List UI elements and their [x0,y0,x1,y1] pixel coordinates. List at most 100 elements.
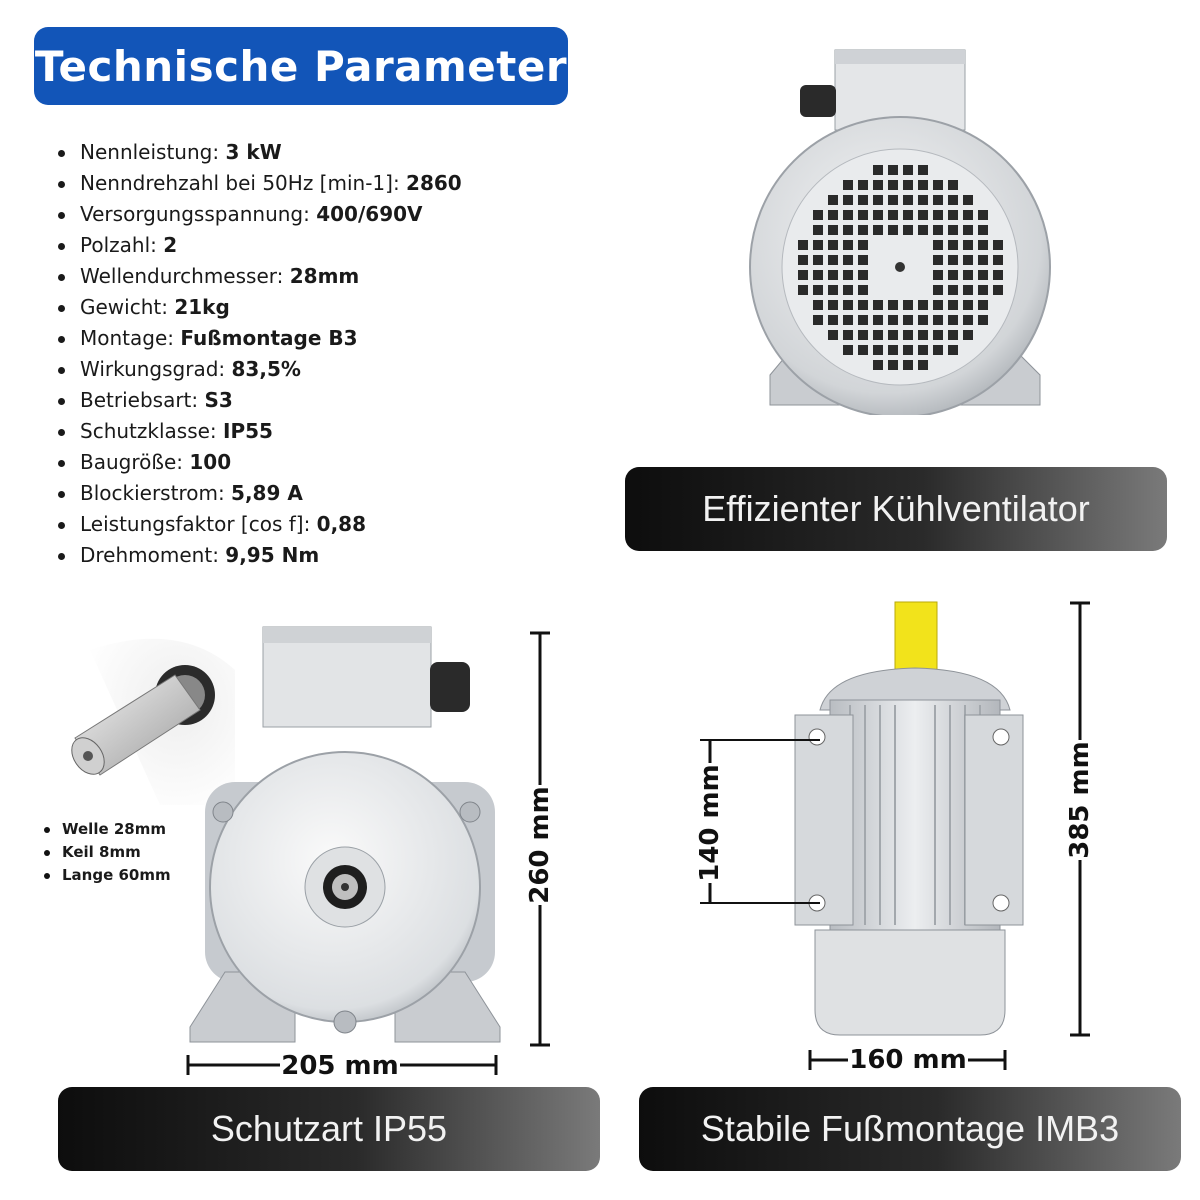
vent-slot [933,195,943,205]
vent-slot [873,225,883,235]
spec-item: Leistungsfaktor [cos f]: 0,88 [52,509,612,540]
vent-slot [903,210,913,220]
vent-slot [978,225,988,235]
vent-slot [993,270,1003,280]
vent-slot [903,345,913,355]
vent-slot [963,210,973,220]
caption-mount: Stabile Fußmontage IMB3 [639,1087,1181,1171]
vent-slot [843,270,853,280]
vent-slot [858,180,868,190]
bottom-dimension-lines [700,601,1090,1070]
caption-protection: Schutzart IP55 [58,1087,600,1171]
vent-slot [798,270,808,280]
vent-slot [813,315,823,325]
vent-slot [933,330,943,340]
vent-slot [858,285,868,295]
vent-slot [843,195,853,205]
spec-item: Betriebsart: S3 [52,385,612,416]
vent-slot [858,225,868,235]
vent-slot [888,180,898,190]
vent-slot [888,300,898,310]
vent-slot [903,300,913,310]
dim-height-front: 260 mm [520,785,560,905]
vent-slot [858,270,868,280]
vent-slot [933,210,943,220]
vent-slot [948,330,958,340]
vent-slot [948,210,958,220]
vent-slot [873,315,883,325]
vent-slot [873,180,883,190]
shaft-note: Lange 60mm [40,864,171,887]
vent-slot [873,210,883,220]
vent-slot [918,210,928,220]
vent-slot [948,195,958,205]
vent-slot [933,240,943,250]
vent-slot [828,195,838,205]
vent-slot [978,210,988,220]
vent-slot [888,360,898,370]
vent-slot [918,225,928,235]
vent-slot [933,270,943,280]
vent-slot [918,345,928,355]
vent-slot [948,240,958,250]
vent-slot [933,225,943,235]
vent-slot [843,285,853,295]
vent-slot [843,300,853,310]
vent-slot [798,285,808,295]
vent-slot [948,345,958,355]
vent-slot [948,180,958,190]
vent-slot [948,270,958,280]
vent-slot [963,315,973,325]
shaft-note: Welle 28mm [40,818,171,841]
vent-slot [828,225,838,235]
vent-slot [978,285,988,295]
vent-slot [828,330,838,340]
vent-slot [903,315,913,325]
front-dimension-lines [186,631,550,1075]
vent-slot [858,315,868,325]
vent-slot [933,345,943,355]
vent-slot [843,180,853,190]
shaft-closeup-image [71,638,235,805]
vent-slot [873,195,883,205]
vent-slot [948,255,958,265]
vent-slot [963,225,973,235]
vent-slot [813,255,823,265]
vent-slot [918,315,928,325]
vent-slot [918,165,928,175]
vent-slot [873,345,883,355]
section-title: Technische Parameter [34,41,568,91]
vent-slot [903,330,913,340]
vent-slot [978,270,988,280]
vent-slot [963,255,973,265]
vent-slot [978,300,988,310]
spec-item: Baugröße: 100 [52,447,612,478]
vent-slot [948,315,958,325]
vent-slot [843,240,853,250]
vent-slot [828,270,838,280]
vent-slot [963,330,973,340]
motor-rear-fan-image [749,49,1051,415]
spec-item: Nennleistung: 3 kW [52,137,612,168]
vent-slot [828,285,838,295]
motor-bottom-image [794,601,1024,1036]
vent-slot [843,225,853,235]
vent-slot [828,240,838,250]
vent-slot [903,195,913,205]
vent-slot [933,300,943,310]
vent-slot [918,195,928,205]
vent-slot [978,240,988,250]
spec-item: Drehmoment: 9,95 Nm [52,540,612,571]
vent-slot [933,255,943,265]
vent-slot [933,315,943,325]
vent-slot [963,270,973,280]
vent-slot [978,315,988,325]
vent-slot [963,240,973,250]
vent-slot [813,210,823,220]
caption-fan: Effizienter Kühlventilator [625,467,1167,551]
vent-slot [813,270,823,280]
vent-slot [933,180,943,190]
vent-slot [858,330,868,340]
vent-slot [813,225,823,235]
vent-slot [828,300,838,310]
